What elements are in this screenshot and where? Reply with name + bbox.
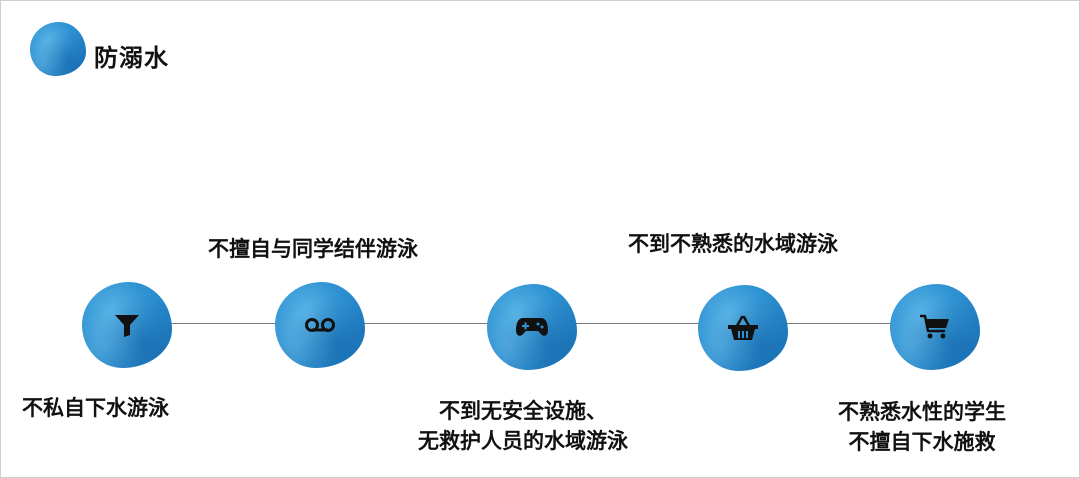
step-label-line: 无救护人员的水域游泳 (418, 429, 628, 453)
step-label-1: 不私自下水游泳 (22, 393, 169, 423)
step-node-5 (890, 284, 980, 370)
title-ink-blob (30, 22, 86, 76)
voicemail-icon (305, 318, 335, 332)
step-node-4 (698, 285, 788, 371)
basket-icon (728, 315, 758, 340)
step-label-5: 不熟悉水性的学生 不擅自下水施救 (838, 397, 1006, 457)
step-label-line: 不熟悉水性的学生 (838, 400, 1006, 424)
step-node-3 (487, 284, 577, 370)
ink-blob (487, 284, 577, 370)
step-node-1 (82, 282, 172, 368)
step-label-line: 不私自下水游泳 (22, 396, 169, 420)
step-label-line: 不擅自与同学结伴游泳 (208, 237, 418, 261)
step-label-line: 不擅自下水施救 (848, 430, 996, 454)
gamepad-icon (516, 318, 548, 336)
step-node-2 (275, 282, 365, 368)
shopping-cart-icon (920, 314, 949, 339)
page-title: 防溺水 (94, 44, 169, 72)
ink-blob (275, 282, 365, 368)
step-label-2: 不擅自与同学结伴游泳 (208, 234, 418, 264)
step-label-4: 不到不熟悉的水域游泳 (628, 229, 838, 259)
step-label-3: 不到无安全设施、 无救护人员的水域游泳 (418, 396, 628, 456)
step-label-line: 不到不熟悉的水域游泳 (628, 232, 838, 256)
funnel-icon (115, 315, 139, 337)
step-label-line: 不到无安全设施、 (439, 399, 607, 423)
